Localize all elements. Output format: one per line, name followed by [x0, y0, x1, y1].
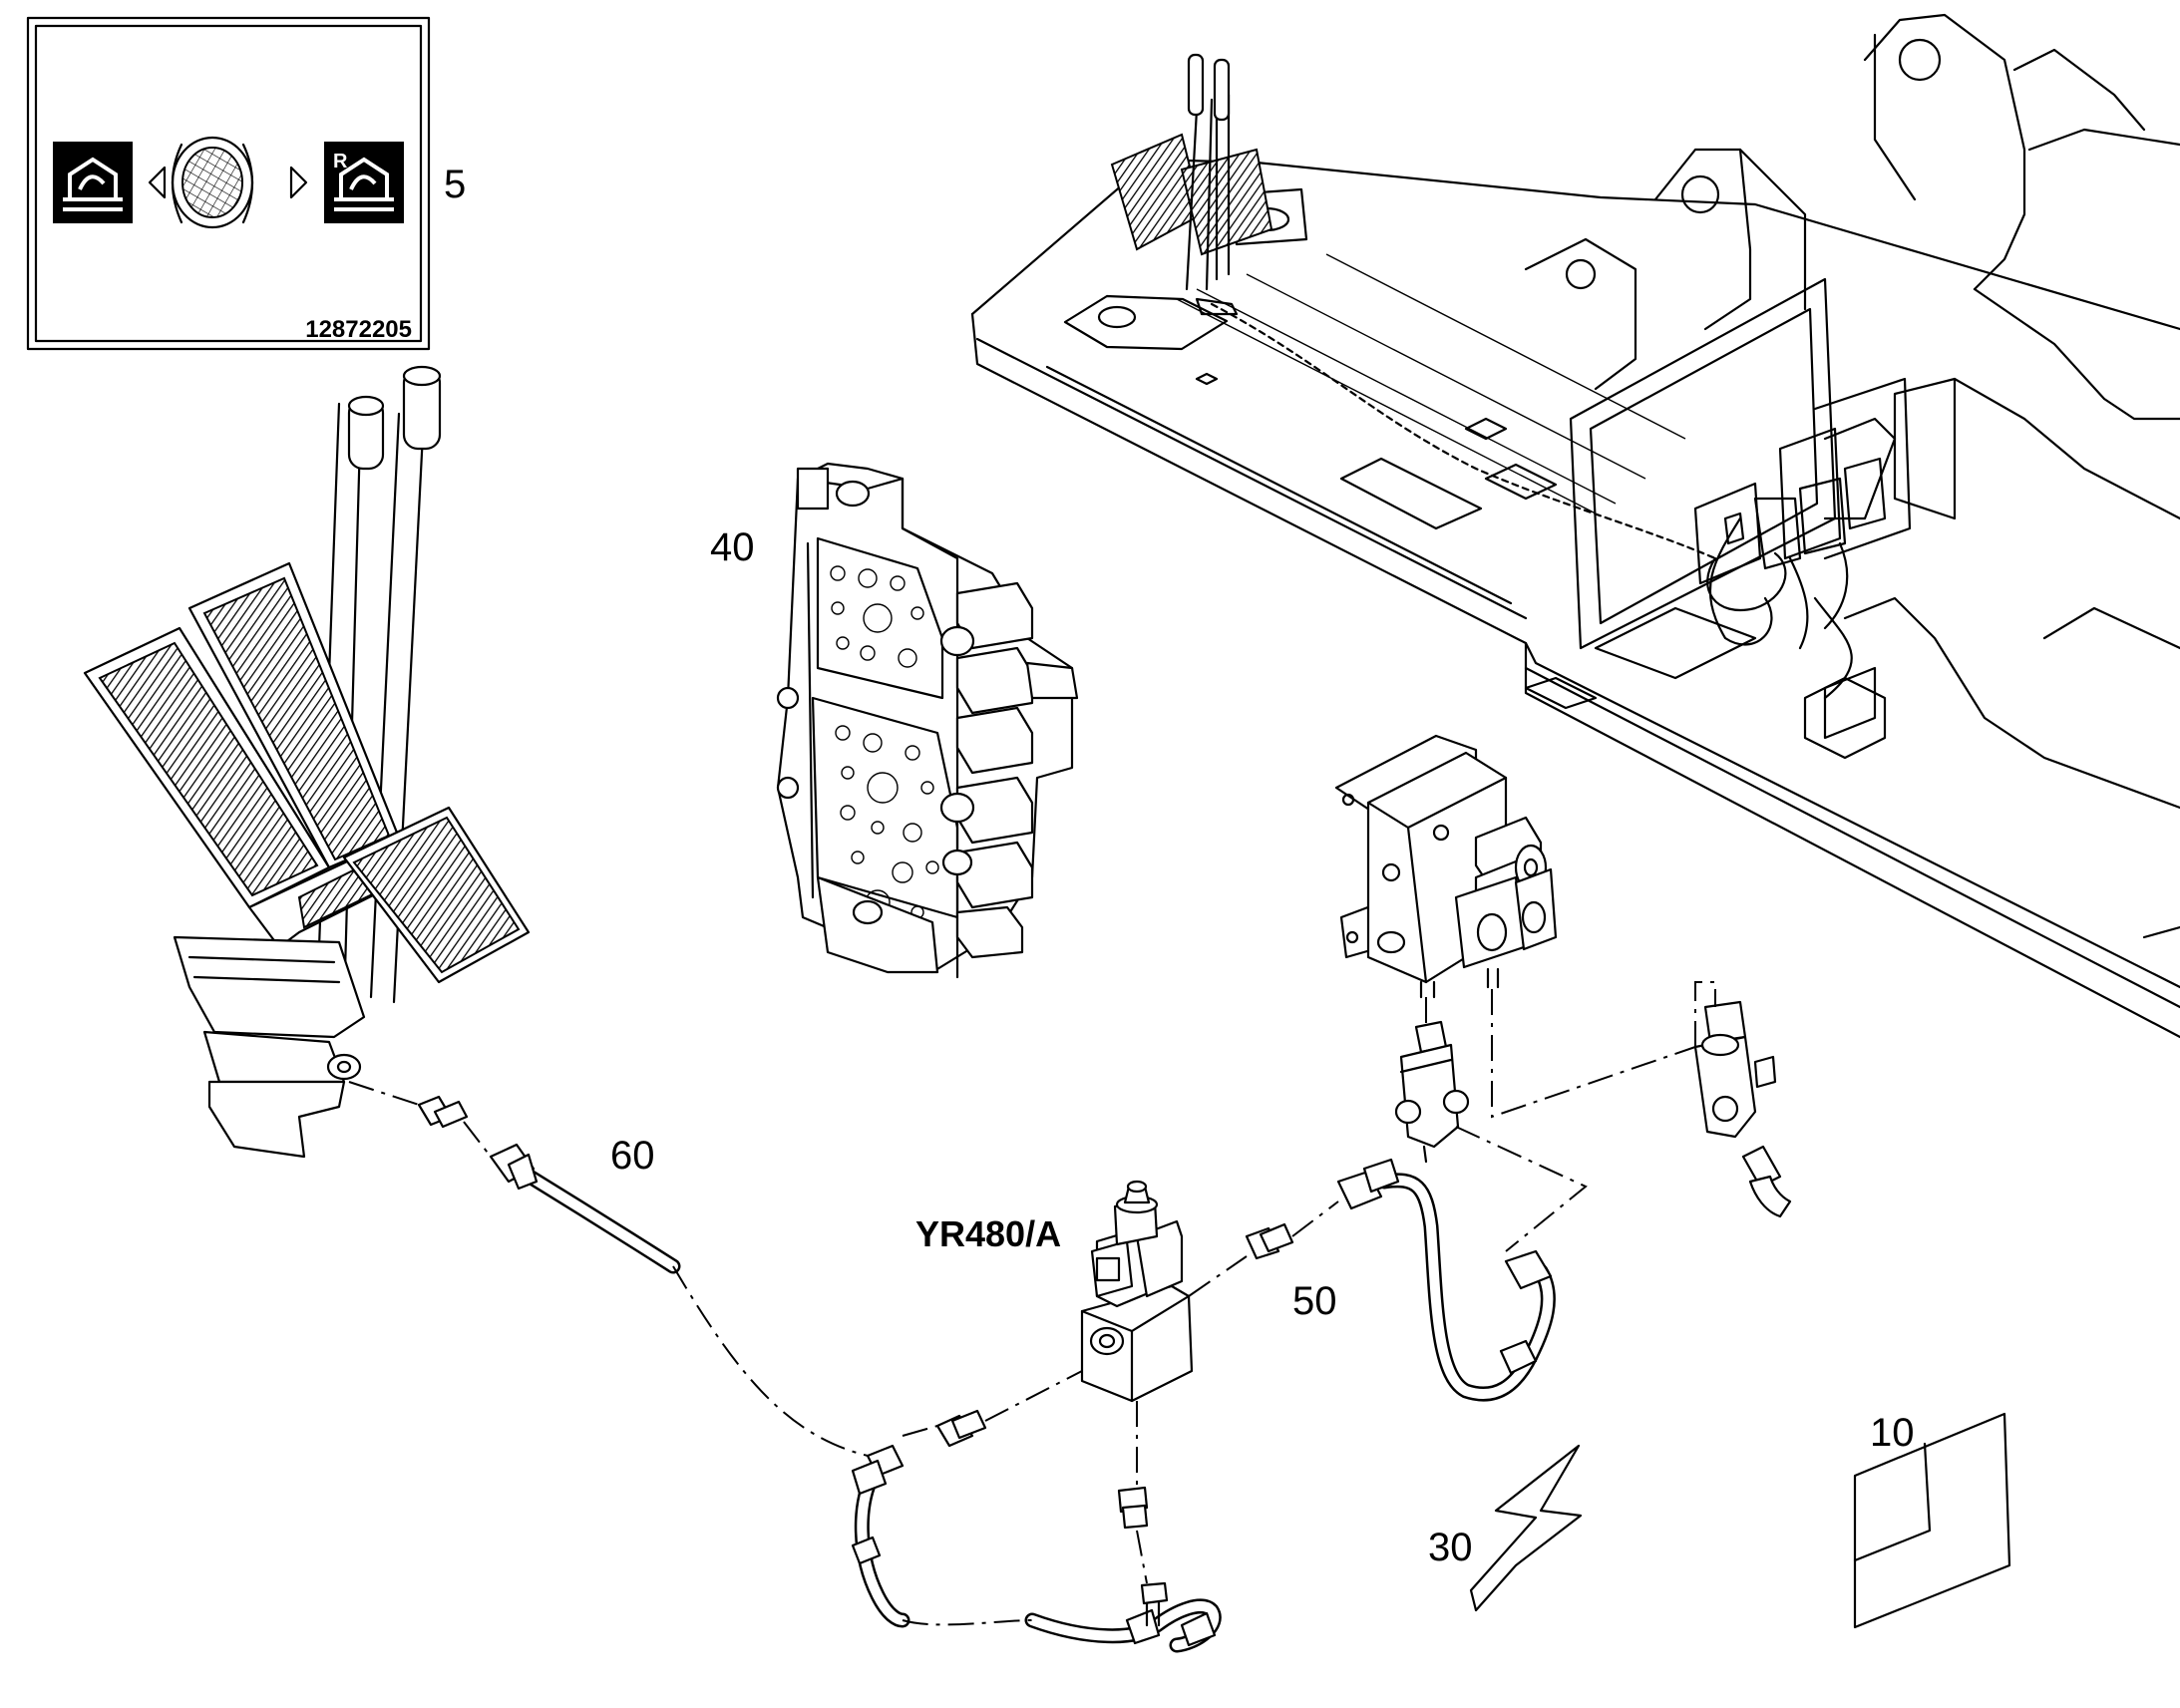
- connection-lines: [348, 981, 1716, 1626]
- travel-lock-symbol-left: [53, 142, 133, 223]
- hose-60: [489, 1143, 681, 1274]
- callout-60: 60: [610, 1134, 655, 1178]
- arrow-right-icon: [289, 166, 308, 199]
- electrical-bolt-icon: [1469, 1444, 1583, 1612]
- decal-part-number: 12872205: [305, 316, 412, 343]
- control-dial-symbol: [171, 136, 254, 229]
- callout-30: 30: [1428, 1526, 1473, 1569]
- symbol-letter-r: R: [333, 151, 348, 172]
- label-yr480-a: YR480/A: [915, 1213, 1061, 1254]
- adapter-fittings: [417, 1095, 1294, 1530]
- cab-control-levers: [1110, 53, 1273, 316]
- tee-fitting: [1394, 1020, 1470, 1164]
- arrow-left-icon: [148, 166, 167, 199]
- hose-lower: [851, 1444, 1222, 1653]
- callout-5: 5: [444, 163, 466, 206]
- travel-pedal-assembly: [83, 365, 531, 1159]
- document-icon: [1853, 1412, 2011, 1629]
- machine-frame: [970, 13, 2180, 1039]
- decal-box: R 12872205: [26, 16, 431, 351]
- solenoid-valve-yr480: [1080, 1180, 1194, 1403]
- travel-lock-symbol-right: R: [324, 142, 404, 223]
- hose-50: [1336, 1158, 1556, 1402]
- callout-50: 50: [1292, 1279, 1337, 1323]
- main-control-valve: [776, 462, 1079, 979]
- wiring-harness: [1210, 302, 1887, 700]
- solenoid-valve-block: [1334, 734, 1558, 999]
- check-valve-fitting: [1693, 1000, 1792, 1218]
- callout-40: 40: [710, 525, 755, 569]
- callout-10: 10: [1870, 1411, 1915, 1455]
